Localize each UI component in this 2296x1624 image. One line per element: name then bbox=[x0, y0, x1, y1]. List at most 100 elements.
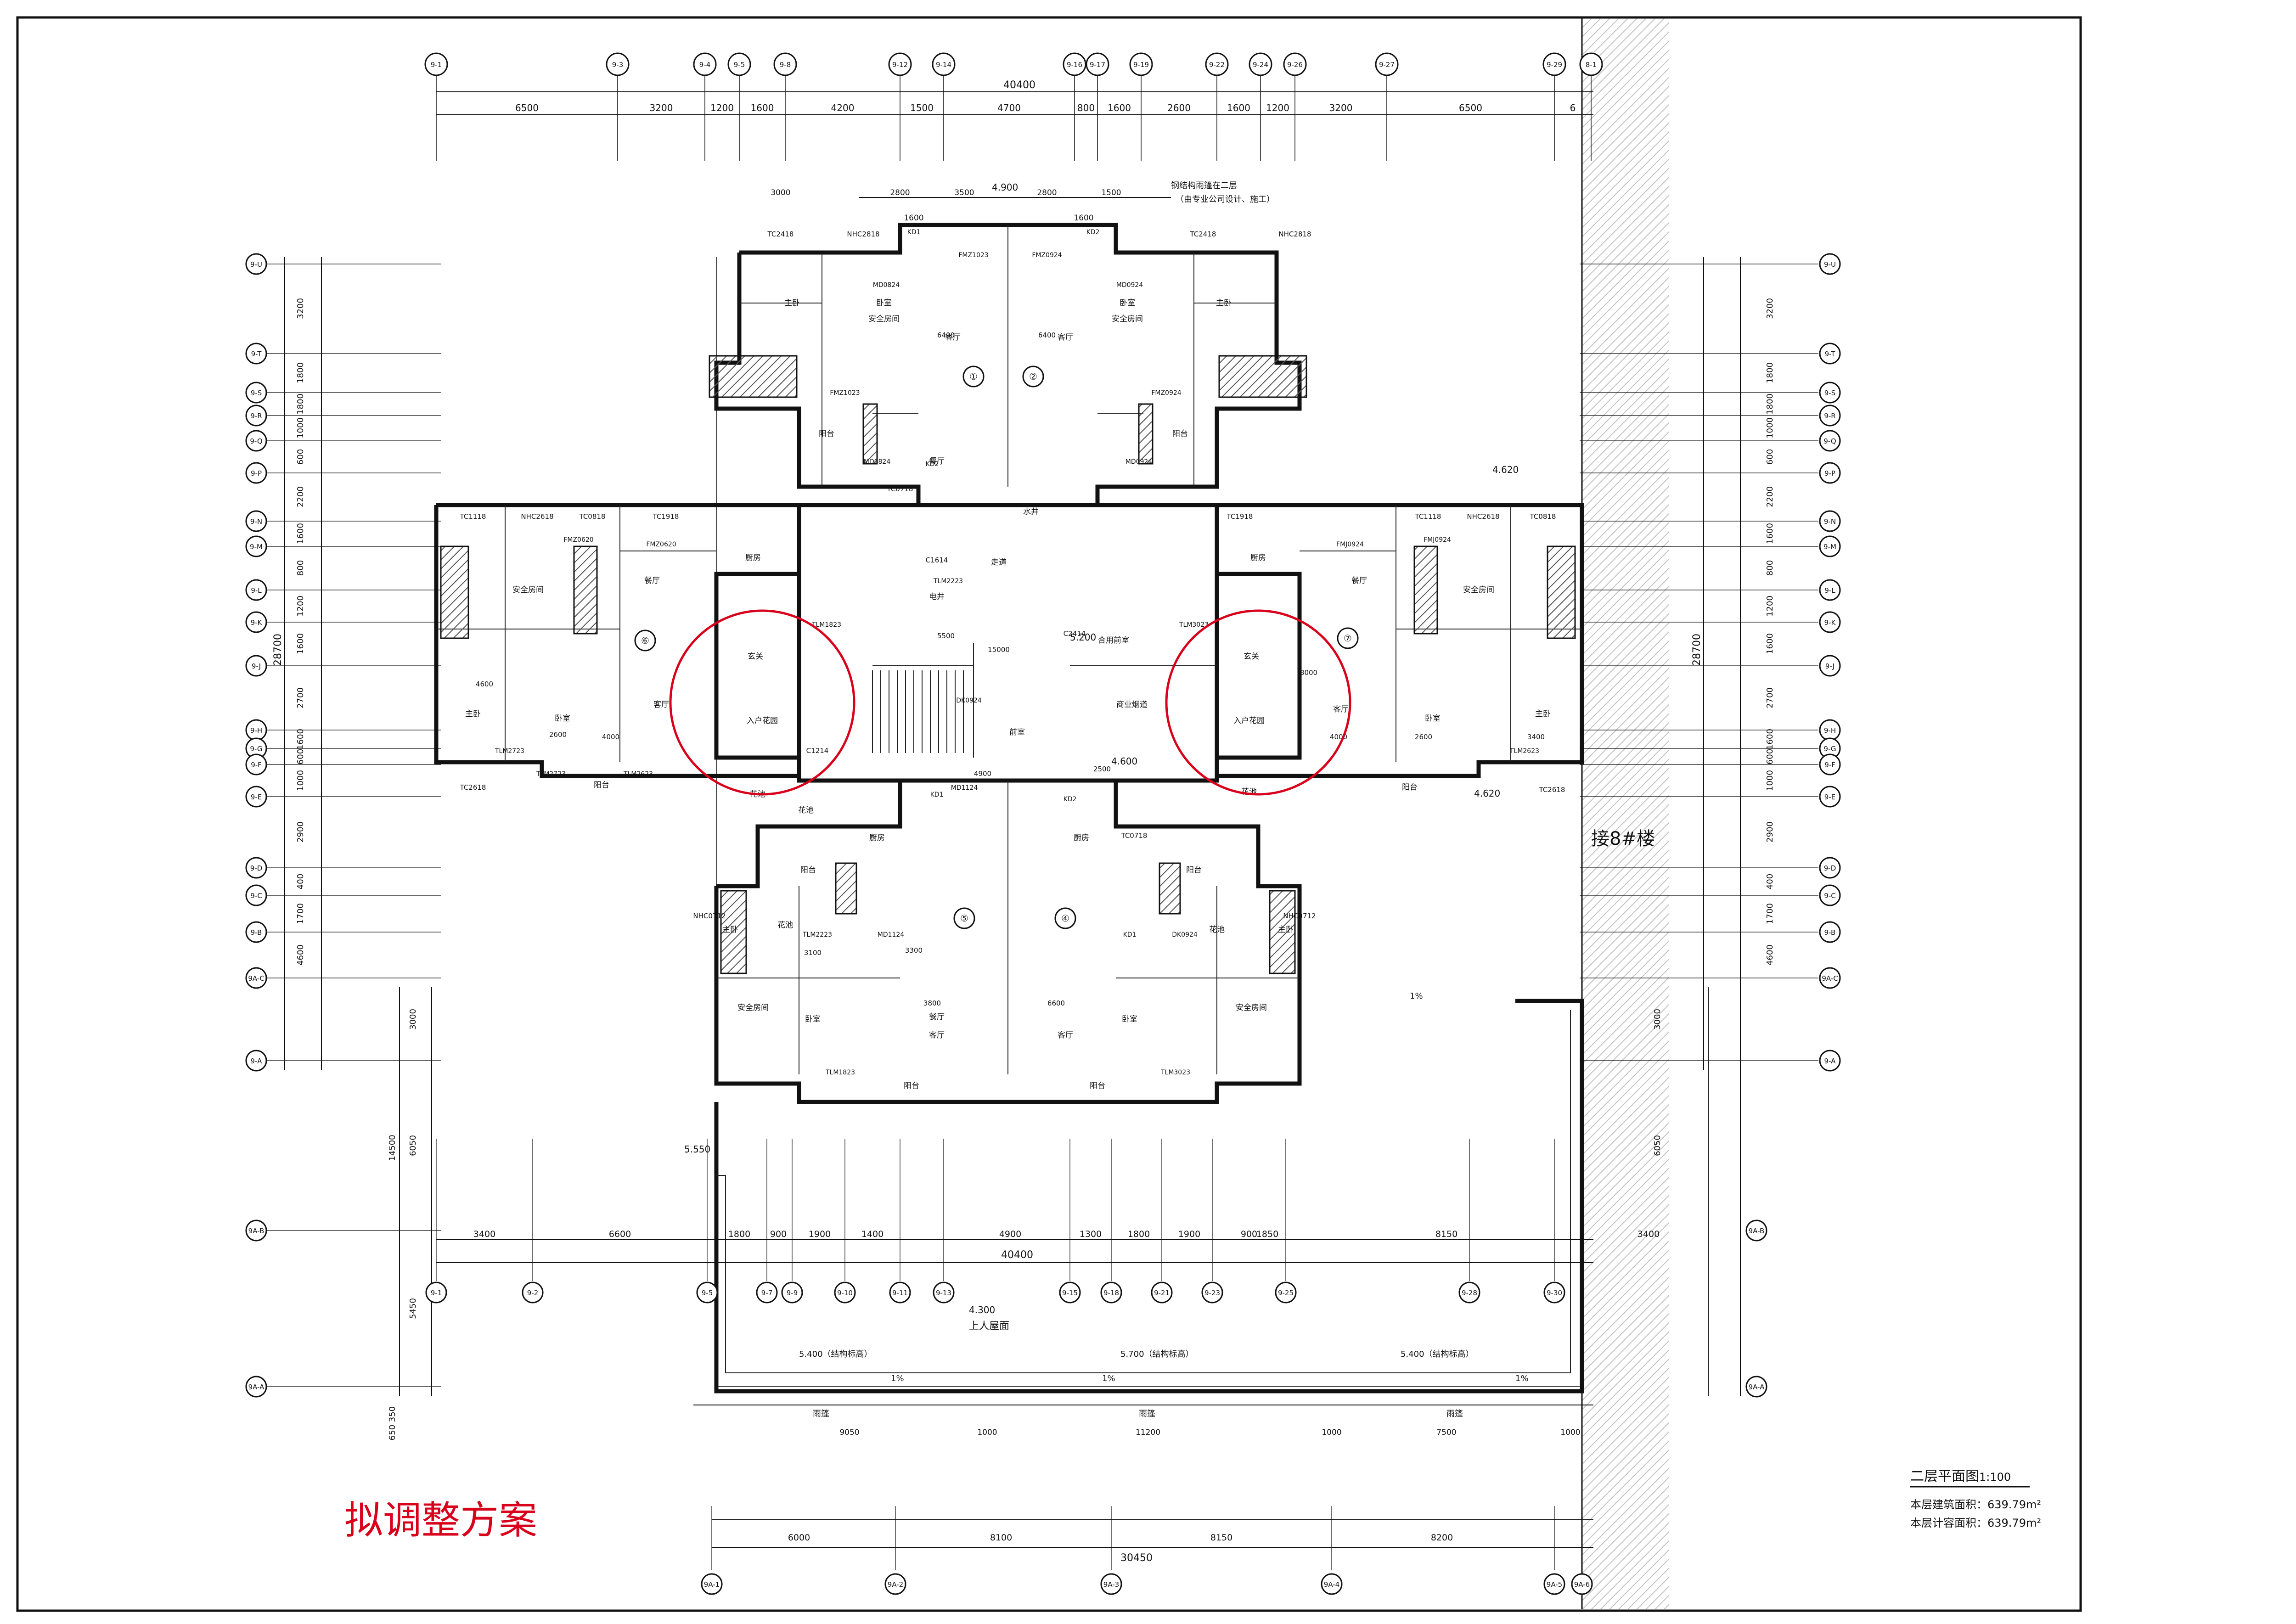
top-axis-9-17: 9-17 bbox=[1086, 52, 1109, 76]
room-balcony-28: 阳台 bbox=[1402, 783, 1418, 792]
bottom-axis-9-2: 9-2 bbox=[522, 1281, 544, 1304]
left-axis-9-L: 9-L bbox=[245, 579, 267, 601]
room-dim-16: 2500 bbox=[1093, 765, 1111, 773]
door-tag-6: FMZ0620 bbox=[563, 536, 593, 544]
left-dim-13: 1000 bbox=[296, 770, 305, 791]
bottom-dim-3-1: 8100 bbox=[990, 1533, 1012, 1543]
bottom-axis-9-23: 9-23 bbox=[1201, 1281, 1223, 1304]
room-bedroom-44: 卧室 bbox=[1122, 1015, 1137, 1024]
right-axis-9-N: 9-N bbox=[1819, 510, 1841, 532]
steel-canopy-note: 钢结构雨篷在二层 bbox=[1171, 181, 1237, 191]
bottom-axis-9-11: 9-11 bbox=[889, 1281, 911, 1304]
svg-text:9-G: 9-G bbox=[250, 745, 262, 753]
bottom-dim-2-0: 9050 bbox=[839, 1428, 859, 1437]
door-tag-31: KD2 bbox=[926, 461, 939, 468]
svg-text:9-T: 9-T bbox=[251, 350, 262, 358]
right-dim-10: 2700 bbox=[1765, 687, 1775, 708]
left-dim-12: 600 bbox=[296, 749, 305, 764]
sheet-frame bbox=[16, 16, 2082, 1612]
right-dim-3: 1000 bbox=[1765, 417, 1775, 438]
door-tag-4: FMZ1023 bbox=[830, 389, 860, 397]
right-dim-2: 1800 bbox=[1765, 393, 1775, 415]
svg-text:②: ② bbox=[1029, 371, 1037, 382]
svg-text:9-9: 9-9 bbox=[787, 1289, 798, 1297]
top-axis-9-3: 9-3 bbox=[606, 52, 630, 76]
room-dim-10: 3800 bbox=[923, 999, 941, 1007]
svg-text:9A-B: 9A-B bbox=[248, 1227, 264, 1235]
room-shaft-33: 水井 bbox=[1023, 507, 1039, 517]
door-tag-0: KD1 bbox=[907, 229, 921, 236]
bottom-axis-9-5: 9-5 bbox=[696, 1281, 718, 1304]
room-dim-5: 3400 bbox=[1527, 733, 1545, 741]
room-living-1: 客厅 bbox=[1058, 333, 1073, 342]
top-sub-dim-4: 1500 bbox=[1101, 188, 1121, 197]
left-dim-16: 1700 bbox=[296, 903, 305, 924]
svg-text:9-B: 9-B bbox=[251, 928, 262, 937]
room-labels: 客厅客厅餐厅主卧主卧卧室卧室安全房间安全房间阳台阳台厨房餐厅主卧卧室安全房间玄关… bbox=[465, 298, 1551, 1090]
left-axis-9-S: 9-S bbox=[245, 382, 267, 404]
door-tag-29: MD1124 bbox=[878, 931, 905, 938]
svg-text:9-M: 9-M bbox=[250, 543, 263, 551]
svg-text:9-K: 9-K bbox=[1824, 618, 1836, 627]
bottom-axis-9A-4: 9A-4 bbox=[1321, 1573, 1343, 1595]
left-dim-11: 1600 bbox=[296, 729, 305, 750]
left-axis-9-N: 9-N bbox=[245, 510, 267, 532]
svg-text:9-Q: 9-Q bbox=[250, 437, 262, 445]
svg-text:9-5: 9-5 bbox=[702, 1289, 713, 1297]
room-master-13: 主卧 bbox=[465, 709, 481, 719]
left-axis-9A-B: 9A-B bbox=[245, 1219, 267, 1242]
top-dim-6: 4700 bbox=[997, 102, 1021, 113]
bottom-dim-2-5: 1000 bbox=[1560, 1428, 1580, 1437]
svg-text:9-30: 9-30 bbox=[1547, 1289, 1562, 1297]
right-total-dim: 28700 bbox=[1691, 634, 1703, 666]
steel-canopy-subnote: （由专业公司设计、施工） bbox=[1176, 195, 1275, 204]
svg-text:9A-C: 9A-C bbox=[1822, 974, 1838, 983]
door-tag-19: FMZ1023 bbox=[958, 252, 988, 259]
svg-text:9-S: 9-S bbox=[1824, 389, 1835, 397]
window-tag-15: TC1918 bbox=[1227, 512, 1253, 521]
right-axis-9-K: 9-K bbox=[1819, 611, 1841, 633]
room-bedroom-23: 卧室 bbox=[1425, 714, 1441, 723]
svg-text:9-K: 9-K bbox=[251, 618, 263, 627]
svg-text:9-Q: 9-Q bbox=[1823, 437, 1836, 445]
room-bedroom-14: 卧室 bbox=[555, 714, 570, 723]
top-axis-9-22: 9-22 bbox=[1205, 52, 1229, 76]
right-axis-9-J: 9-J bbox=[1819, 655, 1841, 677]
door-tag-11: TLM3023 bbox=[1179, 621, 1209, 629]
door-tag-27: TLM2223 bbox=[802, 931, 832, 938]
unit-bubble-1: ② bbox=[1022, 365, 1044, 388]
svg-text:9-27: 9-27 bbox=[1379, 61, 1395, 69]
room-dim-0: 6400 bbox=[937, 331, 955, 339]
counted-area-note: 本层计容面积：639.79m² bbox=[1910, 1517, 2041, 1529]
stair-treads bbox=[872, 670, 964, 753]
svg-text:9-E: 9-E bbox=[1824, 793, 1835, 801]
unit-bubble-0: ① bbox=[962, 365, 985, 388]
right-axis-9-E: 9-E bbox=[1819, 786, 1841, 808]
door-tag-28: DK0924 bbox=[1172, 931, 1198, 938]
slope-note-3: 1% bbox=[1515, 1374, 1529, 1383]
highlight-circle-left bbox=[669, 609, 855, 796]
bottom-axis-9A-2: 9A-2 bbox=[884, 1573, 906, 1595]
top-axis-9-12: 9-12 bbox=[888, 52, 912, 76]
svg-text:9-8: 9-8 bbox=[780, 61, 791, 69]
room-living-0: 客厅 bbox=[945, 333, 961, 342]
room-dim-8: 3100 bbox=[804, 949, 822, 957]
top-dim-11: 1200 bbox=[1266, 102, 1289, 113]
window-tag-12: TC1118 bbox=[1415, 512, 1441, 521]
room-balcony-47: 阳台 bbox=[904, 1081, 919, 1090]
bottom-dim-1-7: 1300 bbox=[1080, 1229, 1102, 1239]
left-dim-3: 1000 bbox=[296, 417, 305, 438]
right-axis-9-T: 9-T bbox=[1819, 343, 1841, 365]
room-safe_room-15: 安全房间 bbox=[512, 585, 544, 595]
bottom-axis-9-15: 9-15 bbox=[1059, 1281, 1081, 1304]
left-axis-9-K: 9-K bbox=[245, 611, 267, 633]
svg-text:9-D: 9-D bbox=[250, 864, 263, 872]
room-dining-12: 餐厅 bbox=[644, 576, 660, 585]
bottom-axis-9-30: 9-30 bbox=[1543, 1281, 1565, 1304]
room-kitchen-20: 厨房 bbox=[1250, 553, 1266, 562]
bottom-dim-1-8: 1800 bbox=[1128, 1229, 1150, 1239]
room-dim-15: 4900 bbox=[974, 770, 991, 778]
